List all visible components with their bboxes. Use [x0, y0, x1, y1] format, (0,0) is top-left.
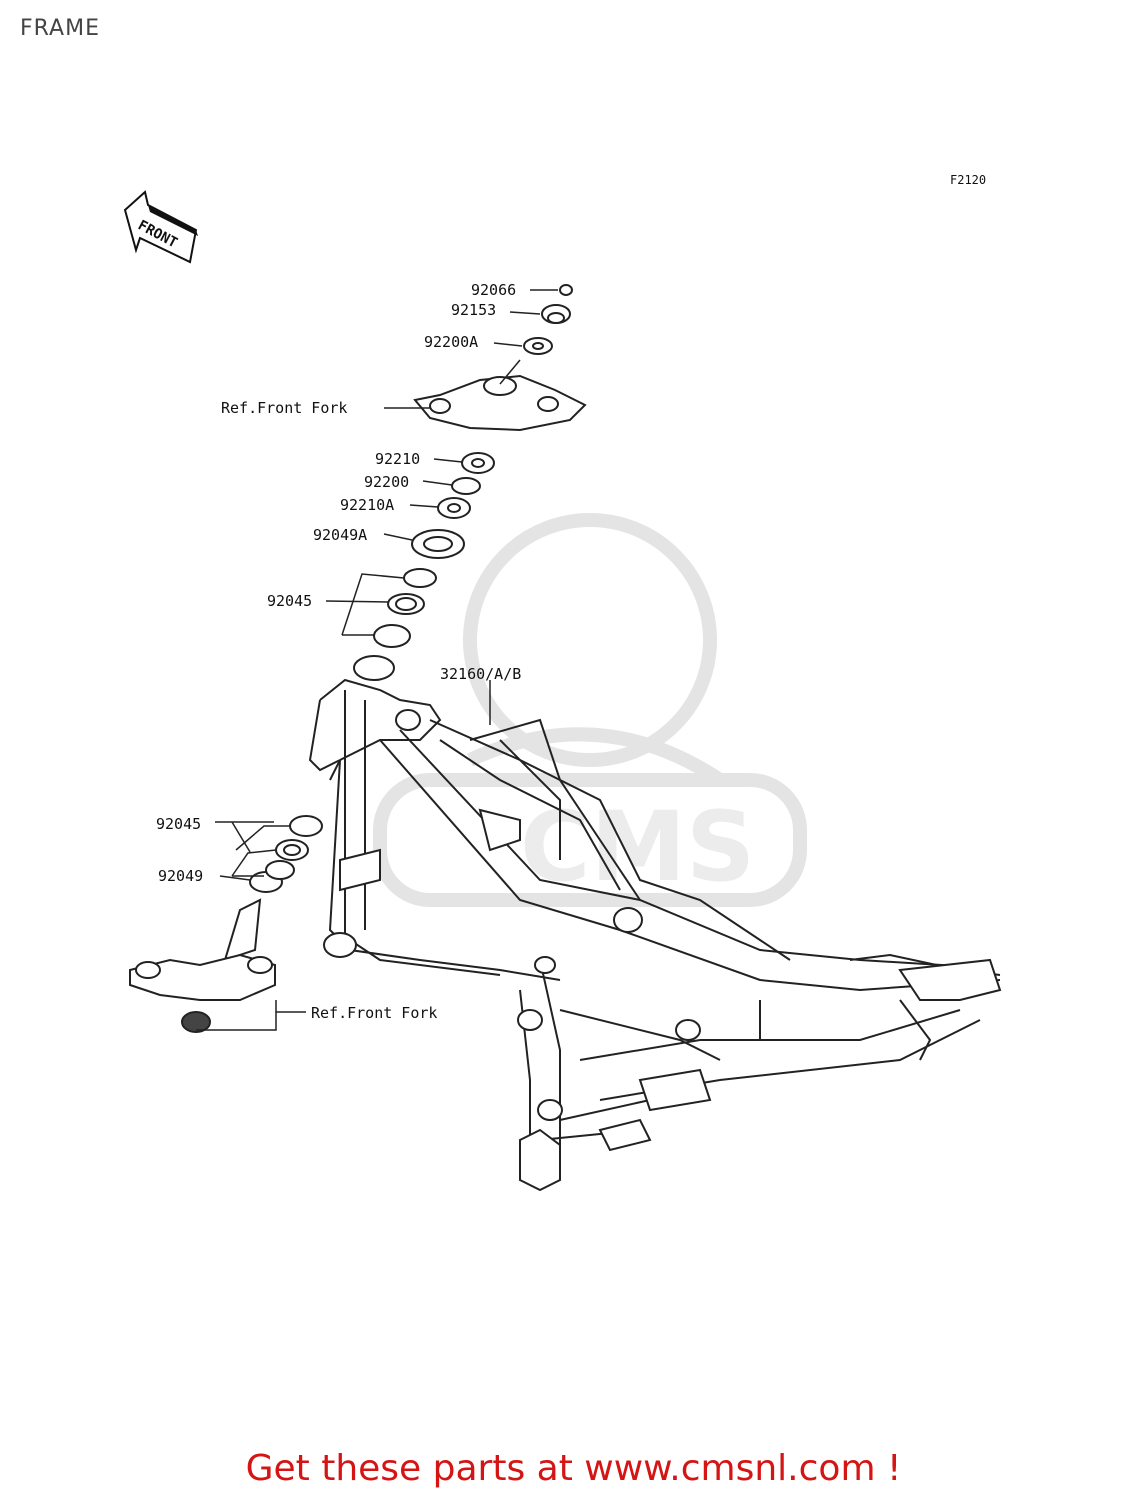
footer-link[interactable]: Get these parts at www.cmsnl.com ! [245, 1448, 902, 1489]
race-92045-c [373, 624, 411, 648]
stem-nut [181, 1011, 211, 1033]
label-92045-bottom: 92045 [156, 815, 201, 833]
leader-lines [196, 289, 558, 1031]
footer-promo: Get these parts at www.cmsnl.com ! [0, 1448, 1147, 1489]
label-92049: 92049 [158, 867, 203, 885]
label-ref-front-fork-top: Ref.Front Fork [221, 399, 347, 417]
label-ref-front-fork-bottom: Ref.Front Fork [311, 1004, 437, 1022]
bearing-92045-a [403, 568, 437, 588]
motorcycle-frame [308, 678, 1002, 1192]
label-92200A: 92200A [424, 333, 478, 351]
nut-92153 [547, 312, 565, 324]
steering-parts-stack [353, 284, 587, 681]
label-92210: 92210 [375, 450, 420, 468]
cms-watermark [373, 513, 807, 907]
race-92045-lower-c [265, 860, 295, 880]
label-92200: 92200 [364, 473, 409, 491]
diagram-code: F2120 [950, 173, 986, 187]
label-92045-top: 92045 [267, 592, 312, 610]
upper-bracket [413, 374, 587, 432]
bearing-92045-lower-a [289, 815, 323, 837]
label-32160: 32160/A/B [440, 665, 521, 683]
lower-bracket [129, 815, 323, 1033]
page-title: FRAME [20, 16, 100, 41]
cap-92066 [559, 284, 573, 296]
label-92153: 92153 [451, 301, 496, 319]
head-pipe-race [353, 655, 395, 681]
label-92066: 92066 [471, 281, 516, 299]
label-92049A: 92049A [313, 526, 367, 544]
label-92210A: 92210A [340, 496, 394, 514]
front-arrow-icon: FRONT [123, 190, 198, 264]
washer-92200 [451, 477, 481, 495]
